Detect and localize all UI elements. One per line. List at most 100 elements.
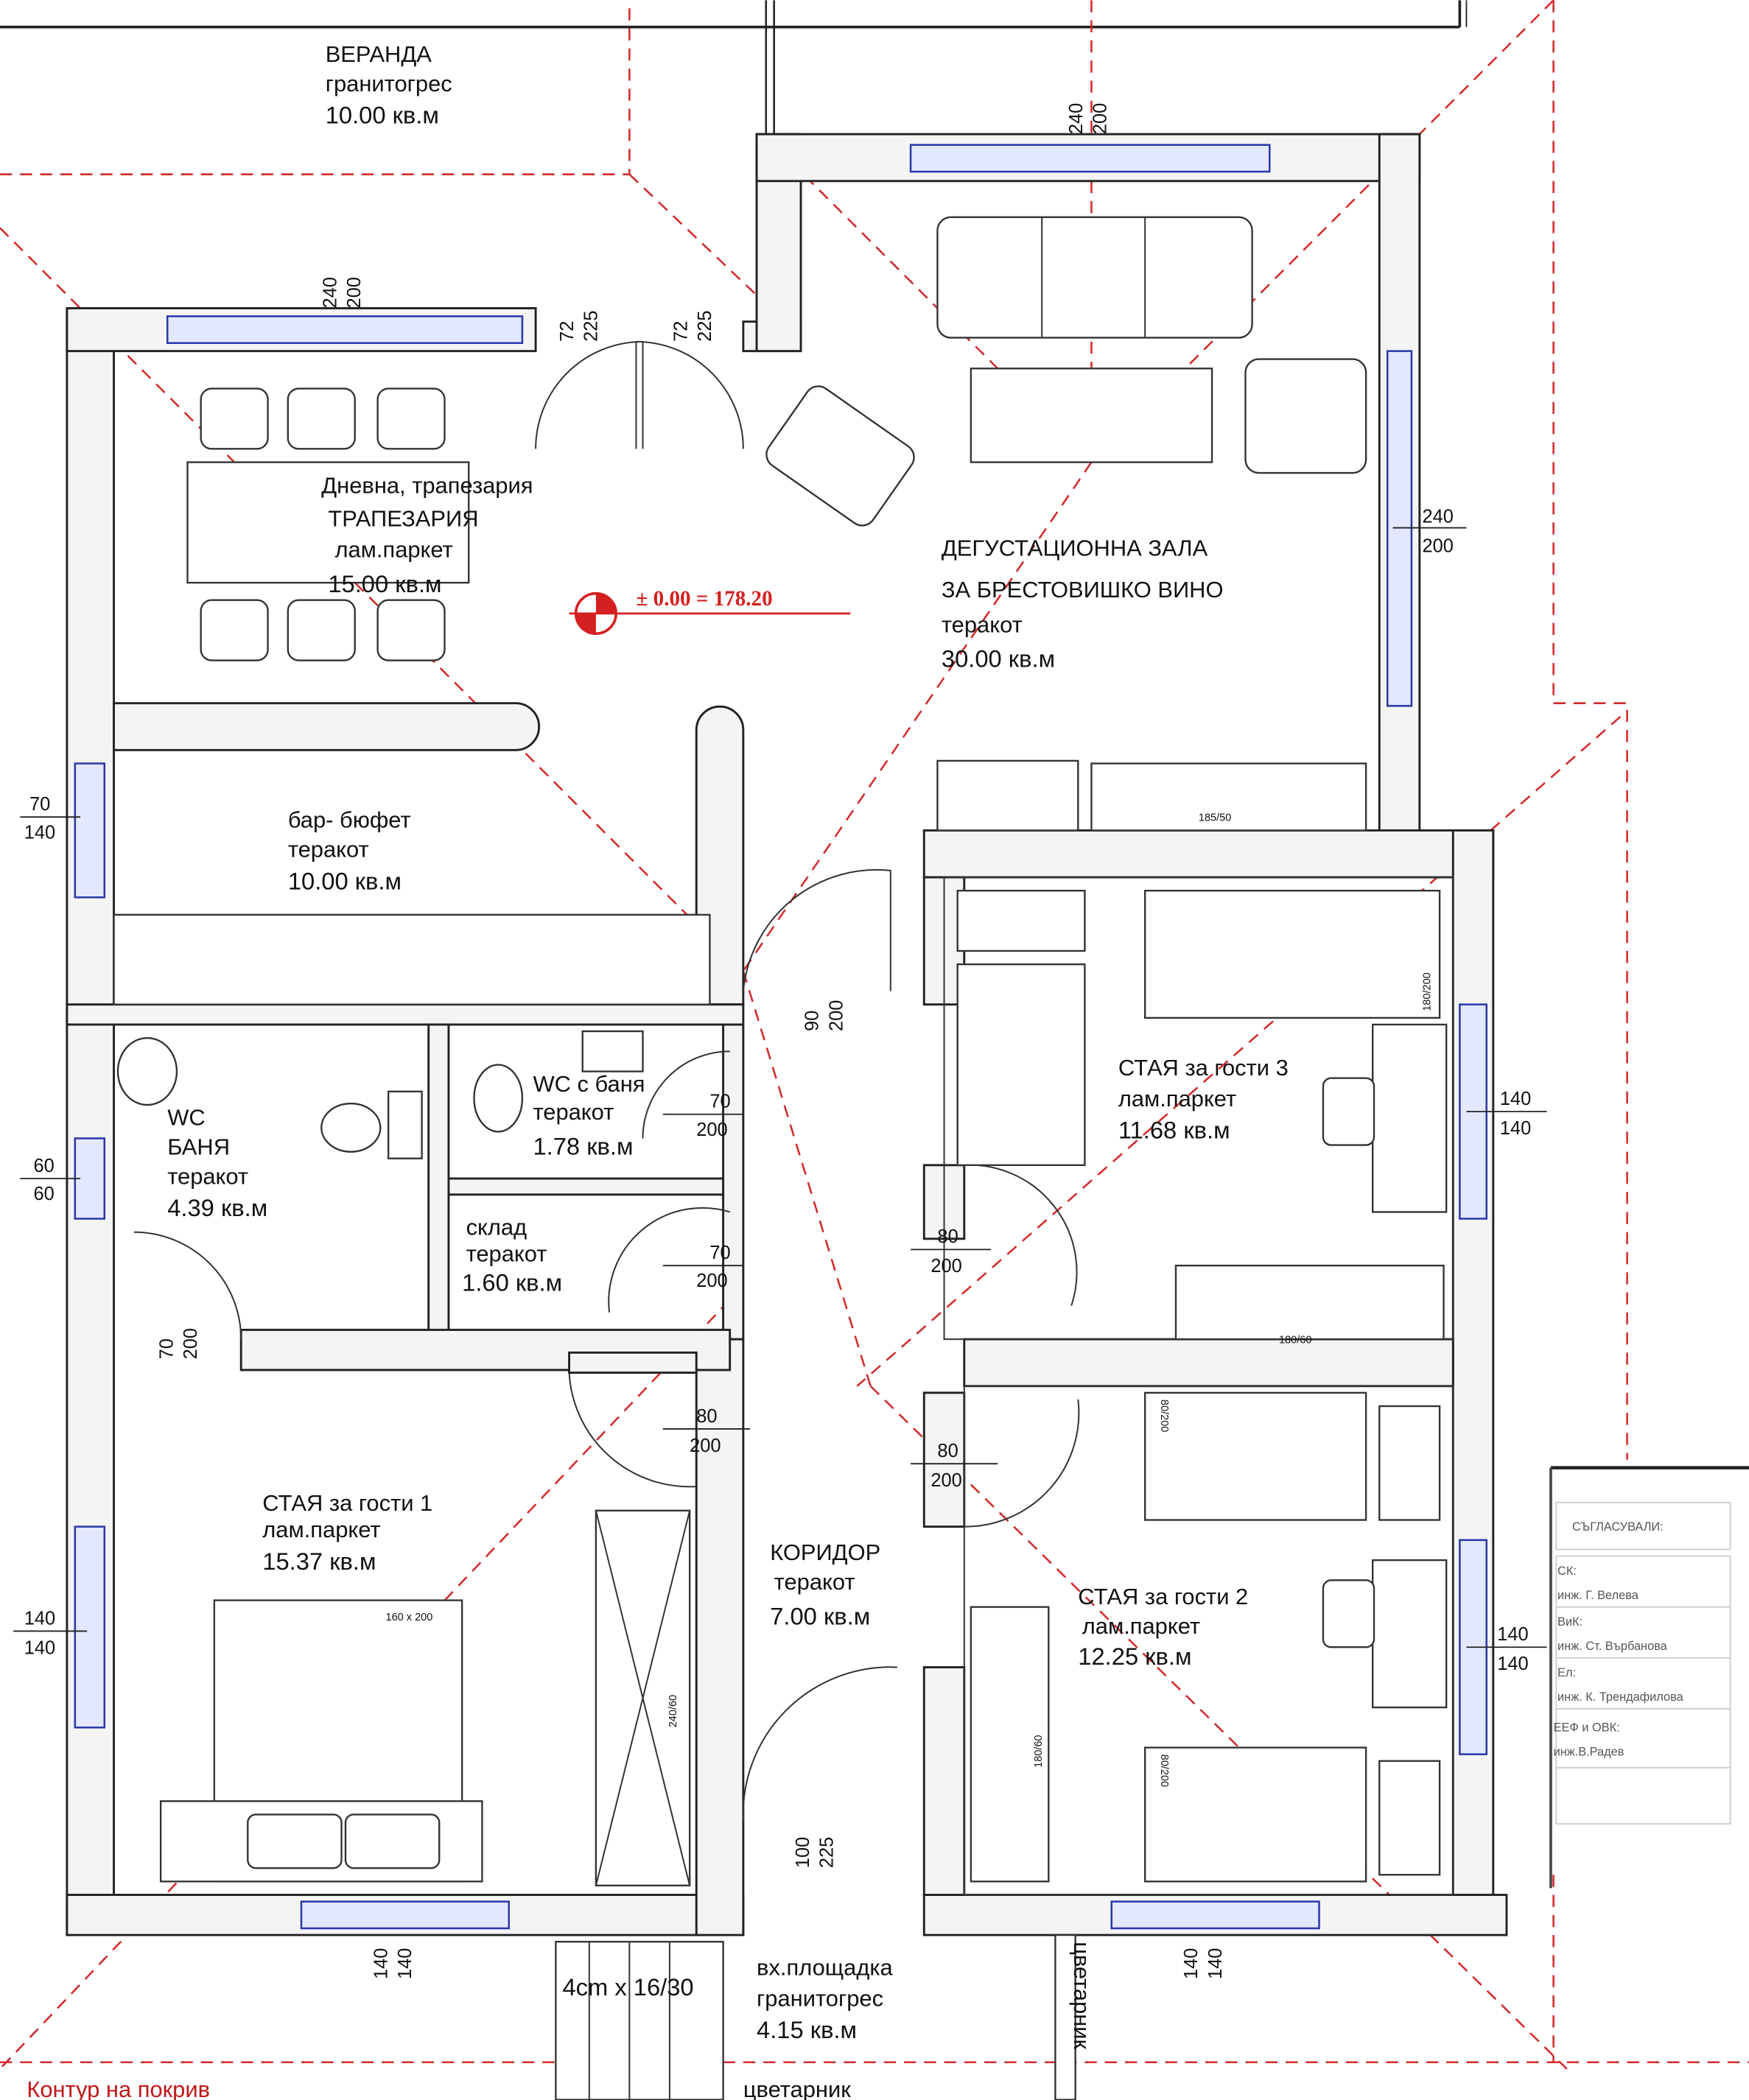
svg-text:225: 225 xyxy=(817,1837,838,1868)
room-area: 4.39 кв.м xyxy=(167,1194,267,1221)
svg-text:80: 80 xyxy=(937,1441,958,1461)
svg-text:100: 100 xyxy=(793,1837,813,1868)
svg-text:225: 225 xyxy=(581,310,602,341)
room-floor: лам.паркет xyxy=(1118,1086,1236,1112)
room-dining: Дневна, трапезария ТРАПЕЗАРИЯ лам.паркет… xyxy=(321,472,533,597)
svg-text:72: 72 xyxy=(671,321,692,342)
room-name: вх.площадка xyxy=(757,1955,894,1981)
svg-text:140: 140 xyxy=(24,822,55,843)
svg-text:60: 60 xyxy=(33,1156,54,1176)
flowerbed-label: цветарник xyxy=(743,2076,851,2100)
svg-text:70: 70 xyxy=(709,1092,730,1112)
room-corridor: КОРИДОР теракот 7.00 кв.м xyxy=(770,1539,880,1629)
guest1-wardrobe-label: 240/60 xyxy=(667,1695,679,1727)
room-floor: теракот xyxy=(167,1163,248,1189)
svg-text:200: 200 xyxy=(180,1328,201,1359)
svg-text:200: 200 xyxy=(826,1000,847,1031)
room-floor: теракот xyxy=(288,837,369,863)
guest2-wardrobe-label: 180/60 xyxy=(1033,1735,1045,1767)
svg-text:140: 140 xyxy=(1205,1948,1226,1979)
room-veranda: ВЕРАНДА гранитогрес 10.00 кв.м xyxy=(326,41,452,129)
room-area: 7.00 кв.м xyxy=(770,1602,870,1629)
svg-text:140: 140 xyxy=(395,1948,416,1979)
svg-text:240: 240 xyxy=(1066,103,1087,134)
room-guest1: СТАЯ за гости 1 лам.паркет 15.37 кв.м xyxy=(262,1490,432,1575)
guest2-bed-top-label: 80/200 xyxy=(1158,1400,1170,1432)
svg-text:200: 200 xyxy=(344,277,365,308)
room-name: бар- бюфет xyxy=(288,807,411,833)
svg-text:140: 140 xyxy=(1500,1089,1531,1109)
room-floor: теракот xyxy=(533,1099,614,1125)
room-area: 1.60 кв.м xyxy=(462,1269,562,1296)
room-name-2: ЗА БРЕСТОВИШКО ВИНО xyxy=(942,577,1224,603)
room-name: СТАЯ за гости 2 xyxy=(1078,1584,1248,1609)
steps-label: 4cm x 16/30 xyxy=(562,1973,693,2001)
svg-text:инж. Г. Велева: инж. Г. Велева xyxy=(1557,1589,1639,1602)
room-name-alt: ТРАПЕЗАРИЯ xyxy=(328,506,478,532)
room-storage: склад теракот 1.60 кв.м xyxy=(462,1214,562,1296)
svg-text:200: 200 xyxy=(1090,103,1110,134)
room-wc2: WC с баня теракот 1.78 кв.м xyxy=(533,1071,645,1159)
svg-text:80: 80 xyxy=(696,1406,717,1427)
room-guest2: СТАЯ за гости 2 лам.паркет 12.25 кв.м xyxy=(1078,1584,1248,1670)
room-area: 30.00 кв.м xyxy=(942,645,1055,673)
approvals-title: СЪГЛАСУВАЛИ: xyxy=(1572,1520,1664,1534)
room-area: 4.15 кв.м xyxy=(757,2016,857,2043)
room-floor: теракот xyxy=(774,1569,855,1595)
svg-text:200: 200 xyxy=(930,1470,961,1491)
guest2-bed-bottom-label: 80/200 xyxy=(1158,1755,1170,1787)
svg-text:70: 70 xyxy=(156,1338,177,1359)
svg-text:60: 60 xyxy=(33,1184,54,1204)
approval-row: ВиК: инж. Ст. Върбанова xyxy=(1557,1615,1668,1653)
svg-text:72: 72 xyxy=(557,321,578,342)
svg-text:140: 140 xyxy=(24,1637,55,1658)
svg-text:ВиК:: ВиК: xyxy=(1557,1615,1582,1629)
svg-text:ЕЕФ и ОВК:: ЕЕФ и ОВК: xyxy=(1554,1721,1620,1735)
room-name: ДЕГУСТАЦИОННА ЗАЛА xyxy=(942,535,1208,561)
room-name: WC xyxy=(167,1104,205,1130)
svg-text:инж. Ст. Върбанова: инж. Ст. Върбанова xyxy=(1557,1640,1668,1653)
furniture xyxy=(113,216,1448,2100)
room-floor: лам.паркет xyxy=(262,1517,380,1542)
svg-text:240: 240 xyxy=(1422,506,1453,527)
approval-row: СК:инж. Г. Велева xyxy=(1557,1565,1639,1602)
guest3-bed-label: 180/200 xyxy=(1421,972,1433,1011)
furniture-labels: 180/200 185/50 180/60 160 x 200 240/60 8… xyxy=(386,812,1434,1787)
tv-unit-label: 185/50 xyxy=(1199,812,1231,824)
elevation-label: ± 0.00 = 178.20 xyxy=(636,587,772,611)
doors xyxy=(133,340,1080,1822)
svg-text:140: 140 xyxy=(1500,1118,1531,1139)
room-bar: бар- бюфет теракот 10.00 кв.м xyxy=(288,807,411,895)
svg-text:200: 200 xyxy=(696,1271,727,1291)
svg-text:200: 200 xyxy=(696,1120,727,1140)
svg-text:инж. К. Трендафилова: инж. К. Трендафилова xyxy=(1557,1690,1684,1704)
roof-contour-label: Контур на покрив xyxy=(27,2076,210,2100)
room-area: 11.68 кв.м xyxy=(1118,1116,1230,1143)
room-floor: теракот xyxy=(942,611,1023,637)
guest1-bed-label: 160 x 200 xyxy=(386,1612,433,1623)
flowerbed-vertical-label: цветарник xyxy=(1069,1942,1095,2049)
room-name: КОРИДОР xyxy=(770,1539,880,1565)
room-area: 12.25 кв.м xyxy=(1078,1643,1191,1670)
room-floor: теракот xyxy=(466,1241,547,1267)
room-name: Дневна, трапезария xyxy=(321,472,533,498)
room-name: СТАЯ за гости 3 xyxy=(1118,1055,1289,1081)
